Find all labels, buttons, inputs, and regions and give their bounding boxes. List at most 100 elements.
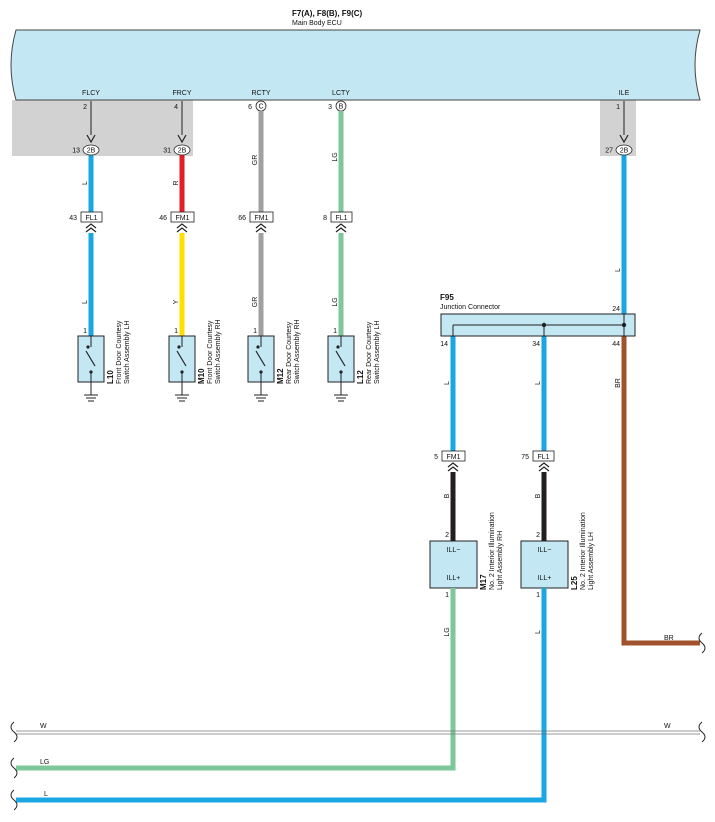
light-name1-l25: No. 2 Interior Illumination [580, 512, 587, 590]
svg-text:ILL−: ILL− [447, 547, 461, 554]
wire-color-label-b-2: B [535, 493, 542, 498]
wire-color-label-lg-out: LG [444, 627, 451, 636]
svg-text:ILL−: ILL− [538, 547, 552, 554]
switch-name1-m12: Rear Door Courtesy [286, 321, 293, 384]
switch-code-m12: M12 [276, 368, 285, 384]
jc-pin-in: 24 [612, 306, 620, 313]
switch-code-m10: M10 [197, 368, 206, 384]
light-name2-m17: Light Assembly RH [497, 531, 504, 590]
wire-color-label-jc-14: L [444, 381, 451, 385]
wire-br-jc-44 [621, 336, 700, 646]
junction-connector-name: Junction Connector [440, 304, 501, 311]
bus-label-br: BR [664, 635, 674, 642]
arrow-icon-flcy [86, 134, 96, 144]
harness-connector-3: FM1 66 [238, 211, 274, 233]
break-mark-right-w [698, 721, 706, 743]
gray-zone-left [12, 100, 193, 156]
light-name1-m17: No. 2 Interior Illumination [489, 512, 496, 590]
svg-text:FM1: FM1 [176, 215, 190, 222]
wire-color-label-5a: L [615, 268, 622, 272]
svg-text:2: 2 [536, 532, 540, 539]
ecu-pin-frcy: 4 [174, 104, 178, 111]
connector-b-label: B [339, 104, 344, 111]
connector-2b-oval-1 [82, 144, 100, 156]
door-switch-l10: 1 [77, 328, 105, 402]
svg-text:1: 1 [253, 328, 257, 335]
ecu-pin-rcty: 6 [248, 104, 252, 111]
svg-text:43: 43 [69, 215, 77, 222]
switch-name2-m12: Switch Assembly RH [294, 319, 301, 384]
connector-2b-pin-2: 31 [163, 148, 171, 155]
wire-color-label-3b: GR [252, 297, 259, 308]
connector-2b-pin-1: 13 [72, 148, 80, 155]
wire-color-label-jc-34: L [535, 381, 542, 385]
svg-text:66: 66 [238, 215, 246, 222]
switch-name2-l10: Switch Assembly LH [124, 321, 131, 384]
svg-text:1: 1 [174, 328, 178, 335]
harness-connector-6: FL1 75 [521, 450, 555, 472]
door-switch-l12: 1 [327, 328, 355, 402]
ecu-pin-lcty: 3 [328, 104, 332, 111]
bus-label-w-left: W [40, 723, 47, 730]
illumination-light-l25: 2 ILL− ILL+ 1 [520, 532, 569, 599]
svg-text:FL1: FL1 [335, 215, 347, 222]
junction-splice-dot-1 [541, 322, 547, 328]
wire-color-label-2a: R [173, 180, 180, 185]
main-body-ecu-box [10, 29, 701, 101]
light-name2-l25: Light Assembly LH [588, 532, 595, 590]
wire-color-label-l-out: L [535, 630, 542, 634]
harness-connector-4: FL1 8 [323, 211, 353, 233]
wire-color-label-2b: Y [173, 299, 180, 304]
switch-name2-l12: Switch Assembly LH [374, 321, 381, 384]
svg-text:1: 1 [333, 328, 337, 335]
harness-connector-5: FM1 5 [434, 450, 466, 472]
switch-name1-m10: Front Door Courtesy [207, 320, 214, 384]
jc-pin-44: 44 [612, 341, 620, 348]
harness-connector-1: FL1 43 [69, 211, 103, 233]
terminal-frcy: FRCY [172, 90, 191, 97]
terminal-flcy: FLCY [82, 90, 100, 97]
light-code-m17: M17 [479, 574, 488, 590]
switch-name2-m10: Switch Assembly RH [215, 319, 222, 384]
svg-text:FM1: FM1 [447, 454, 461, 461]
ecu-connectors-label: F7(A), F8(B), F9(C) [292, 9, 363, 18]
switch-name1-l12: Rear Door Courtesy [366, 321, 373, 384]
wire-color-label-3a: GR [252, 155, 259, 166]
harness-connector-2: FM1 46 [159, 211, 195, 233]
svg-text:2: 2 [445, 532, 449, 539]
svg-text:75: 75 [521, 454, 529, 461]
wire-l-l25-out [16, 588, 547, 803]
terminal-ile: ILE [619, 90, 630, 97]
break-mark-left-lg [10, 757, 18, 779]
svg-text:8: 8 [323, 215, 327, 222]
terminal-rcty: RCTY [251, 90, 270, 97]
terminal-lcty: LCTY [332, 90, 350, 97]
svg-text:5: 5 [434, 454, 438, 461]
wire-color-label-1a: L [82, 181, 89, 185]
svg-text:46: 46 [159, 215, 167, 222]
light-code-l25: L25 [570, 576, 579, 590]
arrow-icon-ile [619, 134, 629, 144]
connector-2b-pin-3: 27 [605, 148, 613, 155]
svg-text:FL1: FL1 [537, 454, 549, 461]
svg-text:ILL+: ILL+ [538, 575, 552, 582]
switch-code-l12: L12 [356, 370, 365, 384]
svg-text:ILL+: ILL+ [447, 575, 461, 582]
wire-color-label-4b: LG [332, 297, 339, 306]
switch-name1-l10: Front Door Courtesy [116, 320, 123, 384]
connector-2b-label-1: 2B [87, 148, 96, 155]
wire-color-label-jc-44: BR [615, 378, 622, 388]
break-mark-right-br [698, 632, 706, 654]
ecu-pin-ile: 1 [616, 104, 620, 111]
door-switch-m10: 1 [168, 328, 196, 402]
wire-color-label-4a: LG [332, 152, 339, 161]
connector-2b-oval-2 [173, 144, 191, 156]
svg-text:FL1: FL1 [85, 215, 97, 222]
svg-text:1: 1 [83, 328, 87, 335]
connector-2b-label-2: 2B [178, 148, 187, 155]
ecu-name-label: Main Body ECU [292, 20, 342, 27]
junction-connector-code: F95 [440, 293, 454, 302]
bus-label-w-right: W [664, 723, 671, 730]
door-switch-m12: 1 [247, 328, 275, 402]
